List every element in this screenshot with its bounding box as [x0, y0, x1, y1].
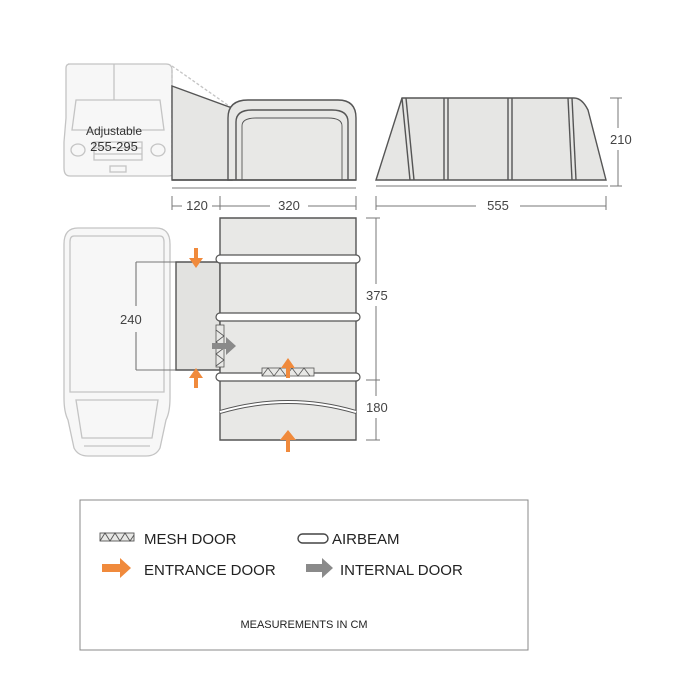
side-height-label: 210 — [610, 132, 632, 147]
measurements-note: MEASUREMENTS IN CM — [240, 619, 367, 631]
airbeam-icon — [297, 533, 329, 544]
airbeams-plan — [215, 254, 361, 414]
internal-door-arrow — [212, 337, 236, 355]
van-height-range-label: 255-295 — [90, 139, 138, 154]
side-length-label: 555 — [487, 198, 509, 213]
plan-depth-front-label: 180 — [366, 400, 388, 415]
legend-box — [79, 499, 529, 651]
van-adjustable-label: Adjustable — [86, 124, 142, 138]
entrance-door-arrows — [189, 248, 296, 452]
dimension-plan-depth — [366, 217, 380, 441]
dimension-side-length — [375, 196, 607, 210]
legend-mesh-door-label: MESH DOOR — [144, 531, 237, 548]
dimension-side-height — [610, 97, 622, 187]
awning-side-elevation — [375, 97, 608, 187]
plan-depth-main-label: 375 — [366, 288, 388, 303]
van-plan-view — [63, 227, 171, 457]
dimension-plan-widths — [171, 196, 357, 210]
mesh-door-icon — [99, 532, 135, 542]
legend-airbeam-label: AIRBEAM — [332, 531, 400, 548]
connection-outline — [135, 261, 176, 371]
porch-width-label: 120 — [186, 198, 208, 213]
entrance-door-icon — [102, 558, 131, 578]
legend-entrance-door-label: ENTRANCE DOOR — [144, 562, 276, 579]
main-width-label: 320 — [278, 198, 300, 213]
awning-front-elevation — [171, 84, 357, 189]
tent-footprint — [175, 217, 357, 441]
legend-internal-door-label: INTERNAL DOOR — [340, 562, 463, 579]
connection-width-label: 240 — [120, 312, 142, 327]
internal-door-icon — [306, 558, 333, 578]
